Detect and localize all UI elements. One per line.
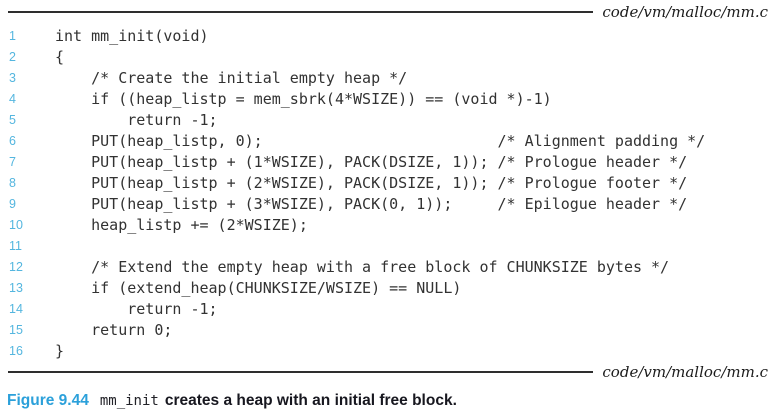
- code-text: /* Create the initial empty heap */: [55, 68, 408, 87]
- line-number: 13: [9, 280, 23, 295]
- code-line: 14 return -1;: [9, 298, 705, 319]
- top-rule-row: code/vm/malloc/mm.c: [8, 3, 768, 21]
- code-text: {: [55, 47, 65, 66]
- line-number: 2: [9, 49, 16, 64]
- code-text: PUT(heap_listp + (2*WSIZE), PACK(DSIZE, …: [55, 173, 688, 192]
- code-text: PUT(heap_listp + (1*WSIZE), PACK(DSIZE, …: [55, 152, 688, 171]
- code-line: 5 return -1;: [9, 109, 705, 130]
- bottom-rule-row: code/vm/malloc/mm.c: [8, 363, 768, 381]
- line-number: 7: [9, 154, 16, 169]
- code-line: 10 heap_listp += (2*WSIZE);: [9, 214, 705, 235]
- code-line: 3 /* Create the initial empty heap */: [9, 67, 705, 88]
- line-number: 1: [9, 28, 16, 43]
- line-number: 5: [9, 112, 16, 127]
- bottom-rule-line: [8, 371, 594, 373]
- line-number: 10: [9, 217, 23, 232]
- code-line: 8 PUT(heap_listp + (2*WSIZE), PACK(DSIZE…: [9, 172, 705, 193]
- code-text: if ((heap_listp = mem_sbrk(4*WSIZE)) == …: [55, 89, 552, 108]
- code-text: return 0;: [55, 320, 173, 339]
- line-number: 16: [9, 343, 23, 358]
- line-number: 12: [9, 259, 23, 274]
- code-text: return -1;: [55, 299, 218, 318]
- code-line: 6 PUT(heap_listp, 0); /* Alignment paddi…: [9, 130, 705, 151]
- line-number: 11: [9, 238, 22, 253]
- top-rule-line: [8, 11, 594, 13]
- code-text: if (extend_heap(CHUNKSIZE/WSIZE) == NULL…: [55, 278, 462, 297]
- line-number: 6: [9, 133, 16, 148]
- code-text: /* Extend the empty heap with a free blo…: [55, 257, 670, 276]
- code-text: }: [55, 341, 65, 360]
- line-number: 3: [9, 70, 16, 85]
- code-line: 9 PUT(heap_listp + (3*WSIZE), PACK(0, 1)…: [9, 193, 705, 214]
- code-line: 12 /* Extend the empty heap with a free …: [9, 256, 705, 277]
- figure-number-label: Figure 9.44: [7, 392, 89, 409]
- line-number: 14: [9, 301, 23, 316]
- figure-caption: Figure 9.44 mm_init creates a heap with …: [7, 392, 457, 410]
- line-number: 4: [9, 91, 16, 106]
- line-number: 9: [9, 196, 16, 211]
- code-line: 11: [9, 235, 705, 256]
- bottom-file-path-label: code/vm/malloc/mm.c: [602, 363, 768, 381]
- code-line: 7 PUT(heap_listp + (1*WSIZE), PACK(DSIZE…: [9, 151, 705, 172]
- code-line: 15 return 0;: [9, 319, 705, 340]
- figure-caption-text: creates a heap with an initial free bloc…: [164, 392, 457, 409]
- code-line: 13 if (extend_heap(CHUNKSIZE/WSIZE) == N…: [9, 277, 705, 298]
- code-line: 16}: [9, 340, 705, 361]
- figure-caption-code-term: mm_init: [99, 393, 159, 409]
- code-text: return -1;: [55, 110, 218, 129]
- code-text: PUT(heap_listp + (3*WSIZE), PACK(0, 1));…: [55, 194, 688, 213]
- line-number: 15: [9, 322, 23, 337]
- line-number: 8: [9, 175, 16, 190]
- top-file-path-label: code/vm/malloc/mm.c: [602, 3, 768, 21]
- code-line: 2{: [9, 46, 705, 67]
- code-text: PUT(heap_listp, 0); /* Alignment padding…: [55, 131, 706, 150]
- code-line: 4 if ((heap_listp = mem_sbrk(4*WSIZE)) =…: [9, 88, 705, 109]
- code-line: 1 int mm_init(void): [9, 25, 705, 46]
- code-text: int mm_init(void): [55, 26, 209, 45]
- code-text: heap_listp += (2*WSIZE);: [55, 215, 308, 234]
